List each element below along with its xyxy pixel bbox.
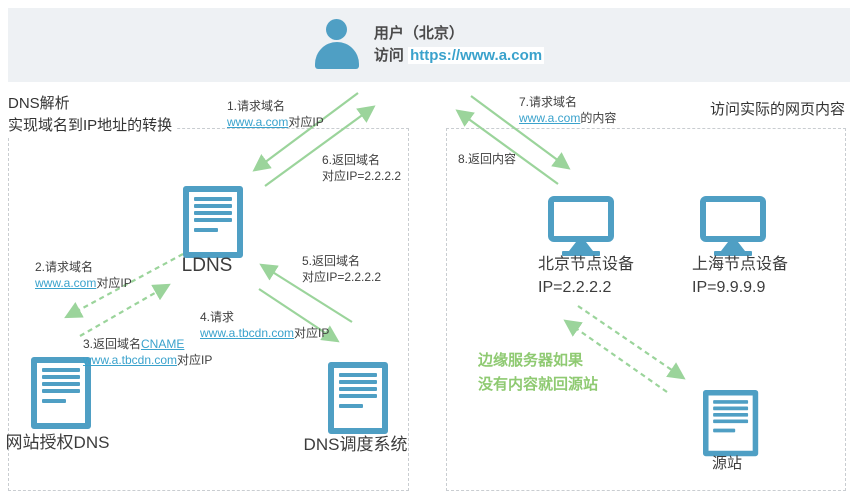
link-www-a-com[interactable]: www.a.com	[35, 276, 97, 290]
ldns-label: LDNS	[181, 255, 233, 276]
label-step7: 7.请求域名 www.a.com的内容	[519, 95, 617, 125]
origin-server-icon	[703, 390, 759, 457]
ldns-server-icon	[183, 186, 243, 258]
dns-resolution-title: DNS解析 实现域名到IP地址的转换	[8, 93, 177, 137]
label-step2: 2.请求域名 www.a.com对应IP	[35, 260, 132, 290]
dns-resolution-section-box	[8, 128, 409, 491]
web-content-title: 访问实际的网页内容	[709, 101, 845, 118]
user-info: 用户（北京） 访问 https://www.a.com	[373, 23, 545, 67]
beijing-node-icon	[548, 196, 614, 256]
shanghai-node-label: 上海节点设备 IP=9.9.9.9	[692, 253, 788, 299]
link-www-a-tbcdn-com[interactable]: www.a.tbcdn.com	[83, 353, 178, 367]
visit-prefix: 访问	[373, 47, 404, 64]
label-step8: 8.返回内容	[458, 152, 517, 166]
shanghai-node-ip: IP=9.9.9.9	[692, 279, 766, 296]
dns-scheduler-label: DNS调度系统	[303, 435, 408, 454]
beijing-node-ip: IP=2.2.2.2	[538, 279, 612, 296]
auth-dns-label: 网站授权DNS	[5, 433, 110, 452]
edge-server-note: 边缘服务器如果 没有内容就回源站	[478, 352, 599, 393]
link-cname[interactable]: CNAME	[141, 337, 185, 351]
user-title: 用户（北京）	[373, 25, 464, 42]
label-step5: 5.返回域名 对应IP=2.2.2.2	[302, 254, 382, 284]
link-www-a-com[interactable]: www.a.com	[227, 115, 289, 129]
visit-url-link[interactable]: https://www.a.com	[408, 47, 545, 64]
user-banner: 用户（北京） 访问 https://www.a.com	[8, 8, 850, 82]
label-step1: 1.请求域名 www.a.com对应IP	[227, 99, 324, 129]
user-visit-line: 访问 https://www.a.com	[373, 45, 545, 67]
origin-server-label: 源站	[711, 455, 742, 472]
dns-scheduler-server-icon	[328, 362, 388, 434]
beijing-node-label: 北京节点设备 IP=2.2.2.2	[538, 253, 634, 299]
link-www-a-com[interactable]: www.a.com	[519, 111, 581, 125]
auth-dns-server-icon	[31, 357, 91, 429]
label-step6: 6.返回域名 对应IP=2.2.2.2	[322, 153, 402, 183]
web-content-section-box	[446, 128, 846, 491]
shanghai-node-icon	[700, 196, 766, 256]
user-icon	[314, 19, 360, 71]
link-www-a-tbcdn-com[interactable]: www.a.tbcdn.com	[200, 326, 295, 340]
dns-title-line1: DNS解析	[8, 95, 70, 112]
label-step3: 3.返回域名CNAME www.a.tbcdn.com对应IP	[83, 337, 213, 367]
dns-title-line2: 实现域名到IP地址的转换	[8, 117, 173, 134]
label-step4: 4.请求 www.a.tbcdn.com对应IP	[200, 310, 330, 340]
